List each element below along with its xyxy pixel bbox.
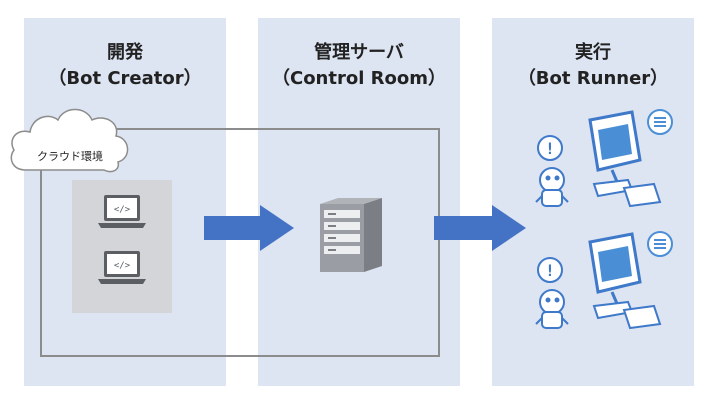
bot-runner-icon: ! [535,109,673,208]
arrow-right-icon [204,205,294,251]
server-icon [320,198,382,272]
bot-runner-icon: ! [535,231,673,330]
server-heading: 管理サーバ （Control Room） [258,40,460,92]
svg-text:!: ! [545,261,555,280]
arrow-right-icon [434,205,526,251]
cloud-label: クラウド環境 [37,150,103,163]
runner-subtitle: （Bot Runner） [517,68,669,89]
runner-heading: 実行 （Bot Runner） [492,40,694,92]
development-heading: 開発 （Bot Creator） [24,40,226,92]
development-subtitle: （Bot Creator） [48,68,202,89]
server-title: 管理サーバ [314,42,404,63]
development-column: 開発 （Bot Creator） [24,18,226,386]
svg-text:</>: </> [114,205,131,215]
server-subtitle: （Control Room） [271,68,447,89]
development-title: 開発 [107,42,143,63]
svg-text:!: ! [545,139,555,158]
laptop-code-icon: </> [98,195,146,228]
laptop-code-icon: </> [98,251,146,284]
svg-text:</>: </> [114,261,131,271]
runner-title: 実行 [575,42,611,63]
cloud-environment-boundary [40,128,440,357]
cloud-icon [10,108,129,173]
